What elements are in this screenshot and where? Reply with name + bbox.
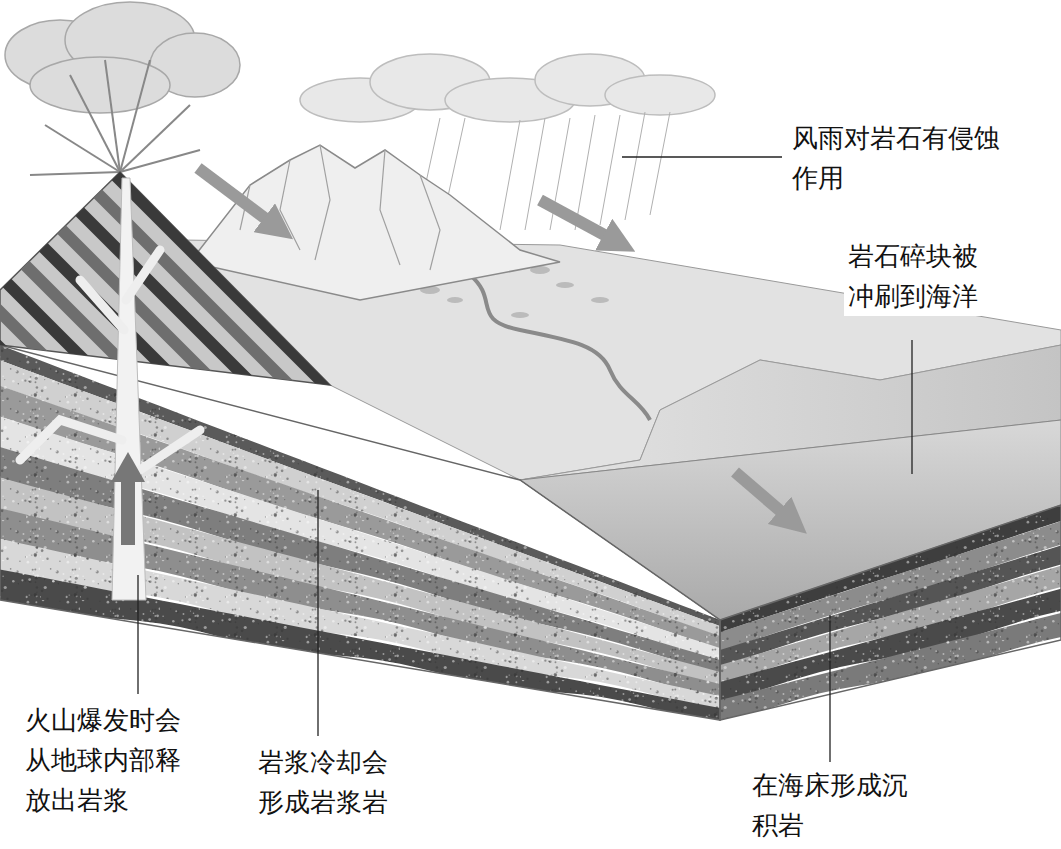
leader-lines — [138, 157, 912, 762]
rock-strata — [0, 345, 720, 723]
ash-cloud — [5, 2, 240, 113]
volcano-layers — [0, 0, 400, 820]
flow-arrows — [198, 168, 785, 515]
magma-branches — [20, 250, 200, 470]
callout-label: 火山爆发时会 从地球内部释 放出岩浆 — [21, 700, 185, 820]
callout-label: 在海床形成沉 积岩 — [748, 765, 912, 845]
sea-block-outline — [720, 505, 1061, 720]
mountain-ridges — [240, 145, 440, 270]
volcano-cone — [0, 172, 330, 385]
sediment-strata — [720, 499, 1061, 724]
magma-conduit — [112, 178, 146, 600]
callout-label: 岩浆冷却会 形成岩浆岩 — [254, 742, 392, 822]
mountains — [190, 145, 560, 300]
callout-label: 风雨对岩石有侵蚀 作用 — [788, 118, 1004, 198]
magma-arrow — [111, 452, 145, 545]
eruption-lines — [30, 60, 200, 175]
callout-label: 岩石碎块被 冲刷到海洋 — [844, 236, 982, 316]
rain-cloud — [300, 54, 715, 122]
land-block-outline — [0, 345, 720, 720]
river — [470, 275, 650, 420]
